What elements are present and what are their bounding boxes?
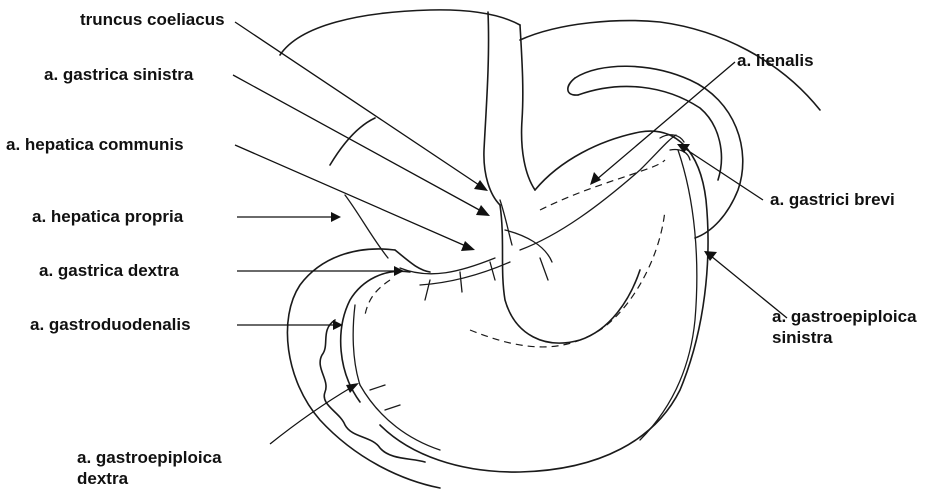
stomach-lesser-curvature — [500, 205, 640, 343]
label-lienalis: a. lienalis — [737, 50, 814, 71]
gastroepiploica-sinistra-vessel — [640, 150, 697, 440]
label-gastroepiploica-dextra-line2: dextra — [77, 468, 128, 489]
liver-outline — [280, 10, 520, 55]
leader-gastrica-sinistra — [233, 75, 483, 212]
arrow-hepatica-propria — [331, 212, 341, 222]
duodenum-back-dashed — [365, 280, 390, 315]
stomach-back-dashed-2 — [470, 210, 665, 347]
label-hepatica-communis: a. hepatica communis — [6, 134, 184, 155]
label-gastrici-brevi: a. gastrici brevi — [770, 189, 895, 210]
gastroduodenalis-vessel — [353, 305, 360, 385]
omentum-edge — [320, 320, 425, 462]
spleen-outline — [575, 66, 743, 238]
lienalis-vessel — [520, 135, 676, 250]
arrow-gastrica-sinistra — [476, 205, 490, 216]
arrow-hepatica-communis — [461, 241, 475, 251]
label-gastrica-dextra: a. gastrica dextra — [39, 260, 179, 281]
label-gastroduodenalis: a. gastroduodenalis — [30, 314, 191, 335]
spleen-hilum — [568, 78, 578, 95]
label-gastroepiploica-sinistra-line1: a. gastroepiploica — [772, 306, 917, 327]
leader-lienalis — [596, 62, 735, 180]
arrow-truncus-coeliacus — [474, 180, 488, 191]
label-gastroepiploica-sinistra-line2: sinistra — [772, 327, 832, 348]
leader-gastrici-brevi — [684, 148, 763, 200]
label-gastroepiploica-dextra-line1: a. gastroepiploica — [77, 447, 222, 468]
leader-truncus-coeliacus — [235, 22, 482, 187]
duodenum-inner — [341, 271, 410, 402]
leader-hepatica-communis — [235, 145, 468, 247]
label-hepatica-propria: a. hepatica propria — [32, 206, 183, 227]
spleen-inner — [578, 86, 721, 180]
esophagus-left — [520, 25, 535, 190]
arrow-gastrica-dextra — [394, 266, 404, 276]
label-truncus-coeliacus: truncus coeliacus — [80, 9, 225, 30]
arrow-lienalis — [590, 172, 601, 185]
esophagus-right — [484, 12, 500, 205]
branch-1 — [425, 258, 548, 300]
liver-lower-edge — [330, 118, 375, 165]
hepatica-propria-vessel — [345, 195, 388, 258]
leader-gastroepiploica-dextra — [270, 387, 352, 444]
label-gastrica-sinistra: a. gastrica sinistra — [44, 64, 193, 85]
